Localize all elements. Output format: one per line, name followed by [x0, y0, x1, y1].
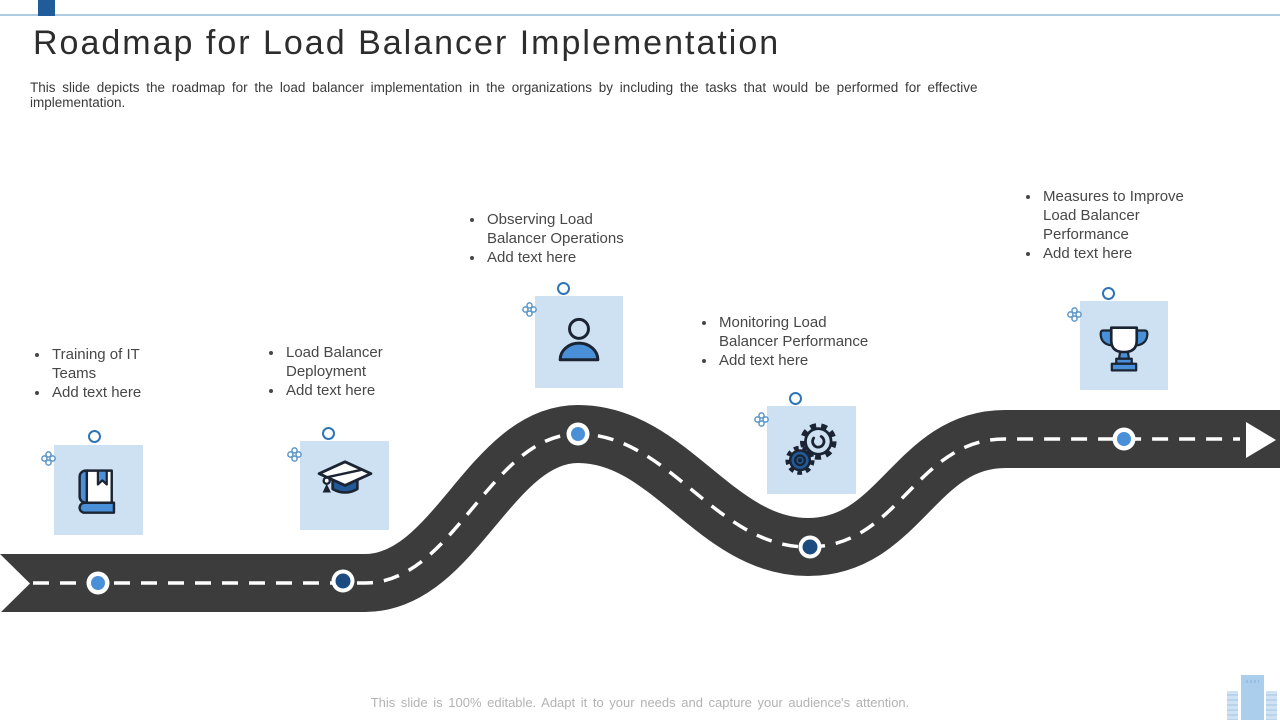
milestone-label: Observing Load Balancer Operations	[485, 210, 643, 248]
milestone-dot-3	[566, 422, 590, 446]
decor-circle-icon	[88, 430, 101, 443]
logo-bar-center	[1241, 675, 1264, 720]
decor-flower-icon	[754, 412, 769, 427]
road-center-dashes	[6, 432, 1240, 585]
slide-subtitle: This slide depicts the roadmap for the l…	[30, 80, 978, 110]
road-end-arrow-icon	[1246, 422, 1276, 458]
decor-flower-icon	[1067, 307, 1082, 322]
logo-bar-right	[1266, 691, 1277, 720]
decor-flower-icon	[287, 447, 302, 462]
milestone-card-4	[754, 392, 856, 494]
milestone-card-3	[522, 282, 623, 388]
slide-footer-note: This slide is 100% editable. Adapt it to…	[370, 695, 910, 710]
decor-circle-icon	[789, 392, 802, 405]
top-accent-square	[38, 0, 55, 16]
milestone-text-5: Measures to Improve Load Balancer Perfor…	[1021, 187, 1206, 263]
milestone-note: Add text here	[284, 381, 419, 400]
road-path	[0, 404, 1280, 612]
milestone-text-4: Monitoring Load Balancer Performance Add…	[697, 313, 885, 370]
decor-flower-icon	[522, 302, 537, 317]
milestone-dot-2	[331, 569, 355, 593]
logo-bar-left	[1227, 691, 1238, 720]
milestone-note: Add text here	[485, 248, 643, 267]
book-icon	[77, 469, 115, 514]
milestone-note: Add text here	[50, 383, 182, 402]
decor-circle-icon	[1102, 287, 1115, 300]
milestone-label: Load Balancer Deployment	[284, 343, 419, 381]
decor-flower-icon	[41, 451, 56, 466]
milestone-label: Monitoring Load Balancer Performance	[717, 313, 885, 351]
milestone-note: Add text here	[717, 351, 885, 370]
milestone-card-2	[287, 427, 389, 530]
trophy-icon	[1099, 325, 1149, 371]
milestone-dot-1	[86, 571, 110, 595]
graduation-cap-icon	[317, 459, 372, 494]
milestone-label: Measures to Improve Load Balancer Perfor…	[1041, 187, 1206, 244]
milestone-note: Add text here	[1041, 244, 1206, 263]
milestone-text-1: Training of IT Teams Add text here	[30, 345, 182, 402]
road-start-notch	[0, 554, 30, 613]
decor-circle-icon	[557, 282, 570, 295]
person-icon	[558, 317, 600, 362]
milestone-text-3: Observing Load Balancer Operations Add t…	[465, 210, 643, 267]
milestone-card-1	[41, 430, 143, 535]
top-accent-line	[0, 14, 1280, 16]
milestone-text-2: Load Balancer Deployment Add text here	[264, 343, 419, 400]
milestone-label: Training of IT Teams	[50, 345, 182, 383]
decor-circle-icon	[322, 427, 335, 440]
buildings-logo-icon	[1227, 675, 1280, 720]
milestone-card-5	[1067, 287, 1168, 390]
page-title: Roadmap for Load Balancer Implementation	[33, 24, 781, 62]
milestone-dot-4	[798, 535, 822, 559]
gears-icon	[784, 423, 837, 475]
milestone-dot-5	[1112, 427, 1136, 451]
